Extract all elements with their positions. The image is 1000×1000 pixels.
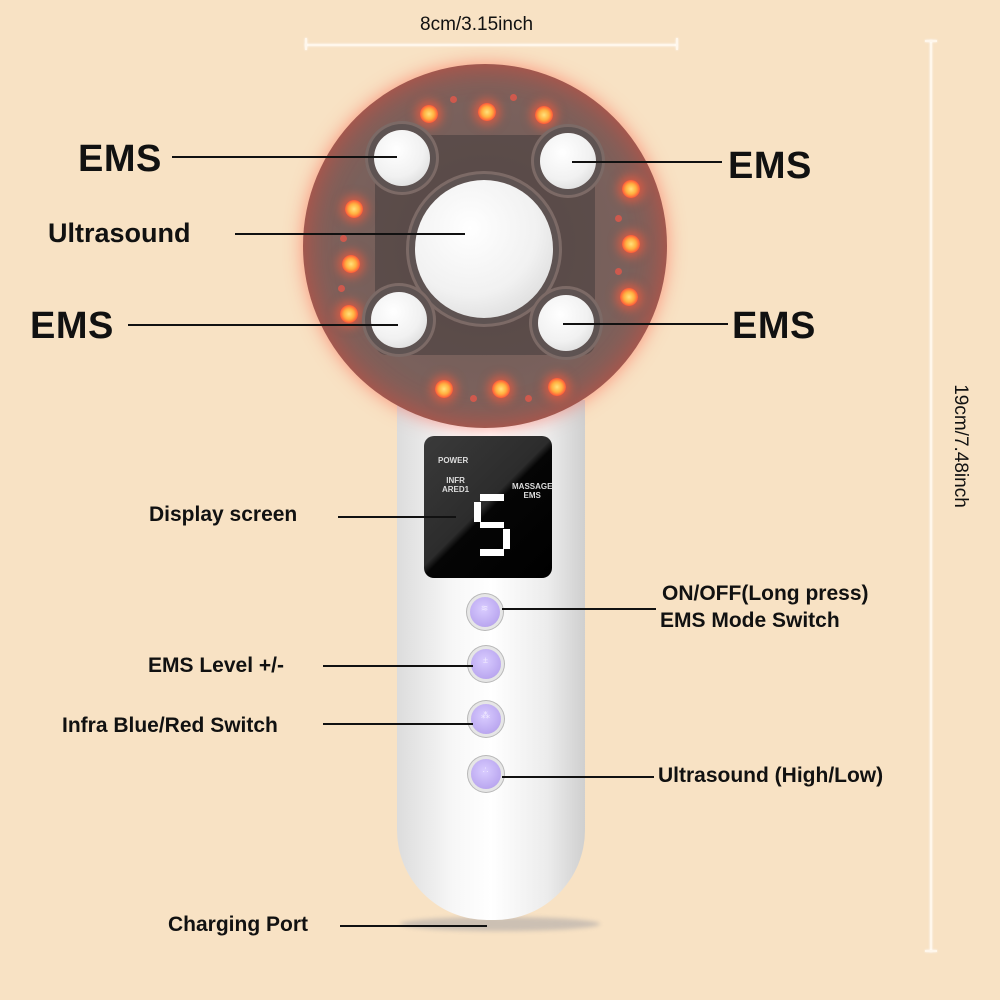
height-dimension-label: 19cm/7.48inch — [949, 384, 971, 508]
height-dimension-tick-top — [925, 40, 937, 42]
width-dimension-line — [305, 44, 677, 46]
led-light — [435, 380, 453, 398]
label-display-screen: Display screen — [149, 503, 298, 526]
led-light — [535, 106, 553, 124]
seven-segment-digit — [474, 494, 510, 556]
led-light — [345, 200, 363, 218]
label-ultrasound-level: Ultrasound (High/Low) — [658, 764, 884, 787]
label-power-mode-line2: EMS Mode Switch — [660, 609, 840, 632]
led-light — [478, 103, 496, 121]
leader-line — [172, 156, 397, 158]
screen-infrared-text: INFR ARED1 — [442, 476, 469, 494]
leader-line — [128, 324, 398, 326]
led-small — [525, 395, 532, 402]
led-small — [470, 395, 477, 402]
screen-infrared-line1: INFR — [446, 476, 465, 485]
segment-middle — [480, 522, 504, 528]
leader-line — [338, 516, 456, 518]
infra-switch-icon: ⁂ — [481, 710, 491, 720]
leader-line — [502, 776, 654, 778]
power-mode-icon: ≋ — [480, 603, 490, 613]
leader-line — [323, 665, 473, 667]
led-light — [622, 235, 640, 253]
width-dimension-tick-right — [676, 38, 678, 50]
led-light — [622, 180, 640, 198]
ems-level-icon: ± — [483, 655, 489, 665]
led-small — [615, 268, 622, 275]
segment-top — [480, 494, 504, 501]
led-small — [338, 285, 345, 292]
ultrasound-level-icon: ∴ — [482, 765, 490, 775]
label-power-mode-line1: ON/OFF(Long press) — [662, 582, 869, 605]
ems-electrode-bottom-left — [371, 292, 427, 348]
label-charging-port: Charging Port — [168, 913, 308, 936]
leader-line — [502, 608, 656, 610]
segment-bottom — [480, 549, 504, 556]
leader-line — [563, 323, 728, 325]
screen-power-text: POWER — [438, 456, 469, 465]
led-small — [615, 215, 622, 222]
led-small — [340, 235, 347, 242]
width-dimension-tick-left — [305, 38, 307, 50]
height-dimension-tick-bottom — [925, 950, 937, 952]
display-screen: POWER INFR ARED1 MASSAGE EMS — [424, 436, 552, 578]
leader-line — [235, 233, 465, 235]
device-shadow — [400, 917, 600, 931]
led-small — [510, 94, 517, 101]
width-dimension-label: 8cm/3.15inch — [420, 14, 534, 35]
infra-switch-button[interactable]: ⁂ — [471, 704, 501, 734]
power-mode-button[interactable]: ≋ — [470, 597, 500, 627]
label-ems-top-right: EMS — [728, 145, 812, 187]
label-ultrasound: Ultrasound — [48, 218, 191, 248]
leader-line — [340, 925, 487, 927]
height-dimension-line — [930, 40, 932, 952]
led-light — [620, 288, 638, 306]
segment-lower-right — [503, 529, 510, 549]
ultrasound-probe — [415, 180, 553, 318]
led-light — [342, 255, 360, 273]
led-light — [340, 305, 358, 323]
label-ems-level: EMS Level +/- — [148, 654, 284, 677]
leader-line — [323, 723, 473, 725]
ems-level-button[interactable]: ± — [471, 649, 501, 679]
led-light — [492, 380, 510, 398]
label-power-mode: ON/OFF(Long press) EMS Mode Switch — [660, 580, 869, 634]
segment-upper-left — [474, 502, 481, 522]
screen-massage-line1: MASSAGE — [512, 482, 553, 491]
ems-electrode-top-left — [374, 130, 430, 186]
label-ems-top-left: EMS — [78, 138, 162, 180]
ultrasound-level-button[interactable]: ∴ — [471, 759, 501, 789]
screen-infrared-line2: ARED1 — [442, 485, 470, 494]
led-small — [450, 96, 457, 103]
led-light — [548, 378, 566, 396]
led-light — [420, 105, 438, 123]
label-infra-switch: Infra Blue/Red Switch — [62, 714, 278, 737]
screen-massage-line2: EMS — [523, 491, 541, 500]
label-ems-bottom-left: EMS — [30, 305, 114, 347]
label-ems-bottom-right: EMS — [732, 305, 816, 347]
screen-massage-text: MASSAGE EMS — [512, 482, 552, 500]
leader-line — [572, 161, 722, 163]
